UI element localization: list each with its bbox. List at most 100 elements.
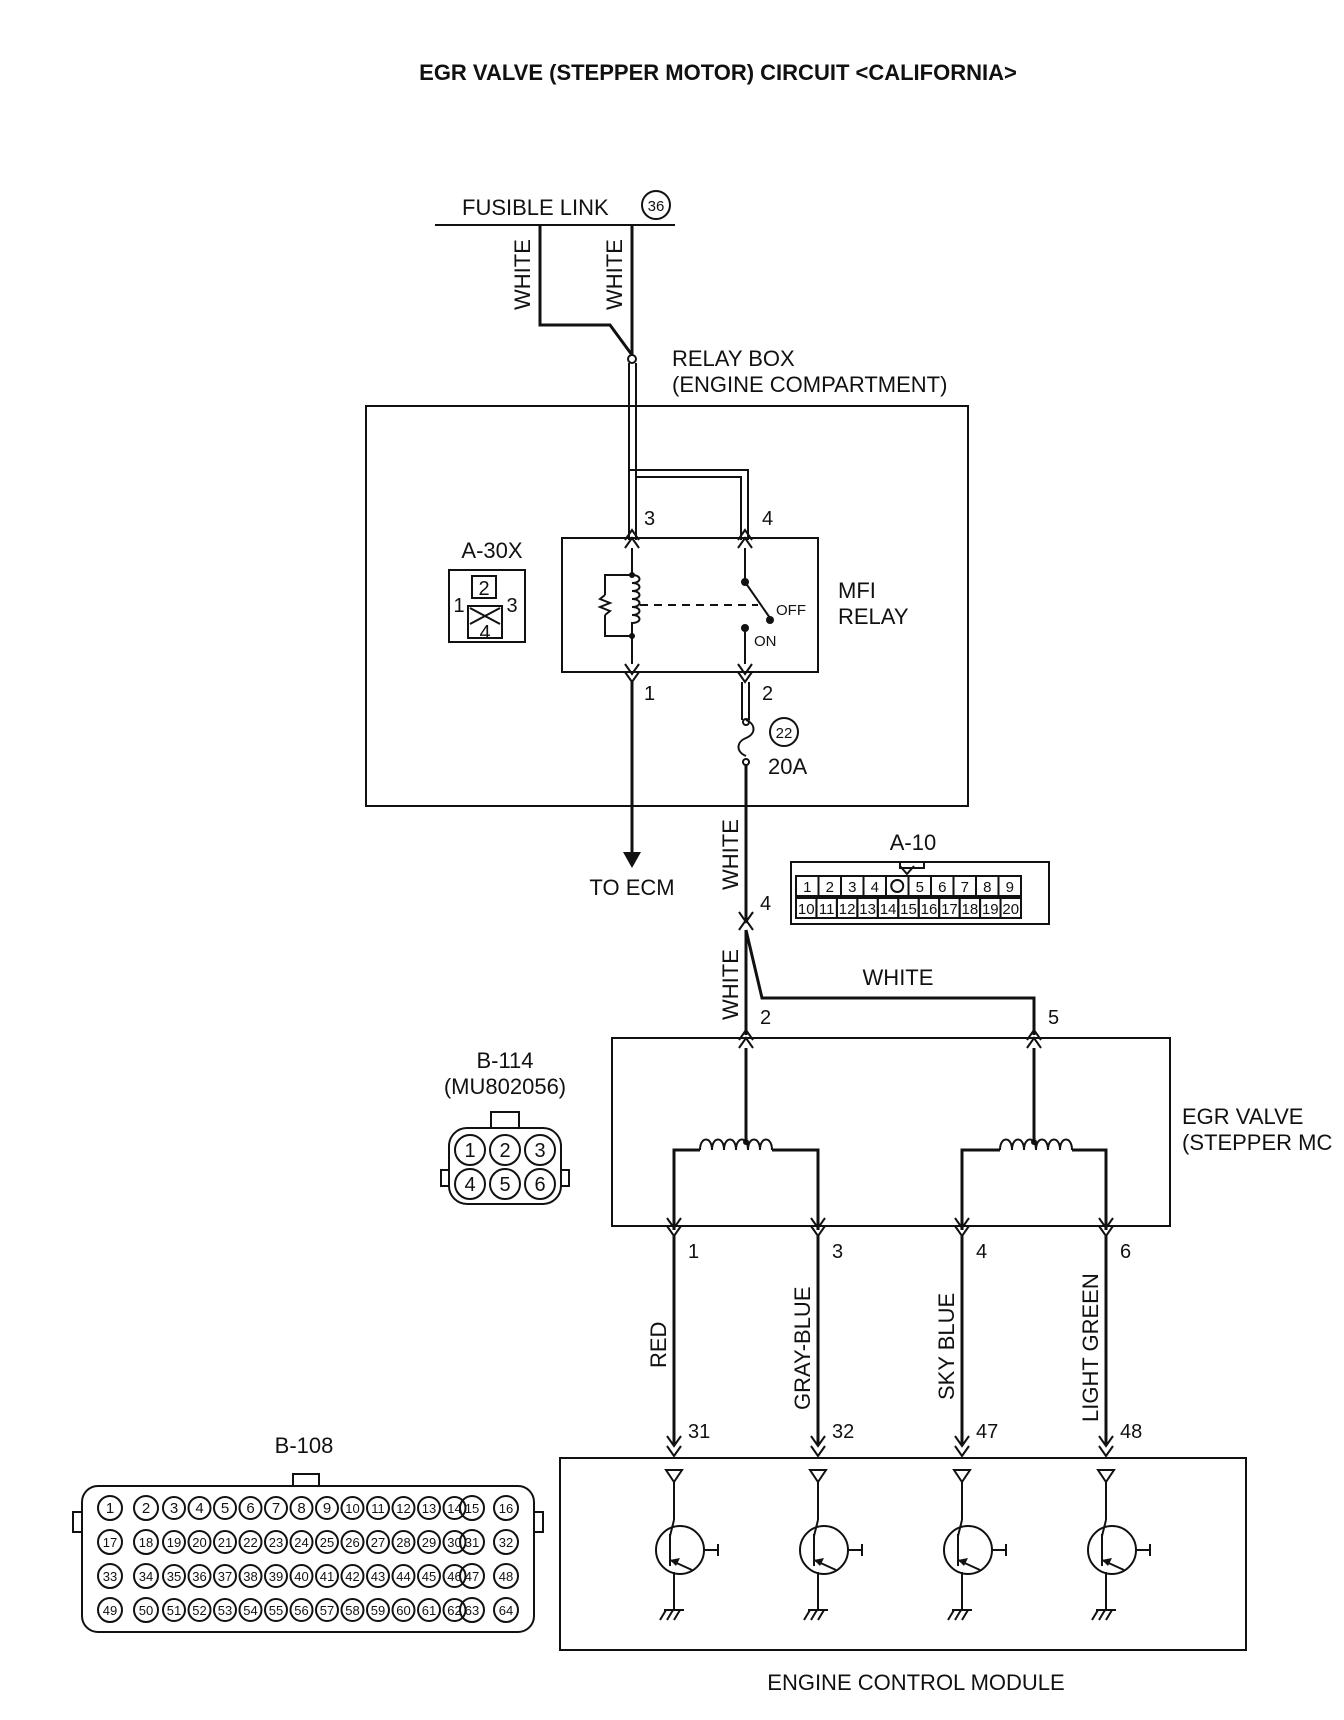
b108-pin-label: 35: [167, 1569, 181, 1584]
b114-pin-label: 6: [534, 1174, 545, 1196]
wire-label-white-branch: WHITE: [863, 965, 934, 990]
b108-pin: [366, 1496, 390, 1520]
wire-color-label: LIGHT GREEN: [1078, 1273, 1103, 1422]
b108-pin-label: 3: [170, 1500, 178, 1517]
b108-pin-label: 28: [396, 1535, 410, 1550]
b108-pin: [366, 1598, 390, 1622]
a10-pin-label: 6: [938, 879, 946, 896]
b108-pin-label: 51: [167, 1603, 181, 1618]
ecm-terminal-mark: [1098, 1445, 1114, 1458]
ecm-terminal-mark: [666, 1435, 682, 1448]
egr-pin-label: 3: [832, 1241, 843, 1263]
b108-pin: [315, 1530, 339, 1554]
b108-pin: [133, 1529, 159, 1555]
wire-color-label: RED: [646, 1322, 671, 1368]
b108-pin: [493, 1529, 519, 1555]
b108-pin-label: 62: [447, 1603, 461, 1618]
b108-pin-label: 24: [294, 1535, 308, 1550]
b108-pin-label: 29: [422, 1535, 436, 1550]
b108-pin-label: 8: [297, 1500, 305, 1517]
b108-pin: [417, 1530, 441, 1554]
ecm-terminal-mark: [1098, 1435, 1114, 1448]
a10-pin-label: 9: [1006, 879, 1014, 896]
b108-pin: [391, 1564, 416, 1588]
white-wires-top: WHITE WHITE: [510, 225, 637, 364]
b108-pin: [213, 1496, 237, 1520]
b108-pin: [391, 1598, 416, 1622]
a10-pin-label: 7: [961, 879, 969, 896]
b108-pin: [187, 1598, 212, 1622]
ecm-terminal-mark: [666, 1445, 682, 1458]
b108-pin-label: 63: [465, 1603, 479, 1618]
egr-pin-2-label: 2: [760, 1007, 771, 1029]
egr-valve: EGR VALVE (STEPPER MC: [611, 1037, 1332, 1230]
ecm-label: ENGINE CONTROL MODULE: [767, 1670, 1064, 1695]
b108-pin: [459, 1597, 485, 1623]
b108-pin: [442, 1598, 467, 1622]
a10-pin-label: 8: [983, 879, 991, 896]
b108-pin-label: 10: [345, 1501, 359, 1516]
b108-pin: [133, 1563, 159, 1589]
b114-pin: [489, 1168, 521, 1200]
b108-pin-label: 48: [499, 1569, 513, 1584]
b108-pin: [162, 1564, 186, 1588]
relay-pin-3: 3: [644, 508, 655, 530]
b108-pin-label: 26: [345, 1535, 359, 1550]
b108-pin: [417, 1564, 441, 1588]
a10-pin-label: 5: [916, 879, 924, 896]
b108-pin: [213, 1564, 237, 1588]
ecm-pin-label: 32: [832, 1421, 854, 1443]
b108-pin: [264, 1530, 288, 1554]
b108-pin: [238, 1564, 263, 1588]
b114-pin: [489, 1134, 521, 1166]
b108-pin-label: 39: [269, 1569, 283, 1584]
engine-control-module: ENGINE CONTROL MODULE: [559, 1457, 1247, 1695]
b114-pin-label: 4: [464, 1174, 475, 1196]
a10-pin-label: 12: [839, 901, 856, 918]
a10-pin-label: 16: [921, 901, 938, 918]
b108-pin: [97, 1563, 123, 1589]
b108-pin: [340, 1598, 365, 1622]
to-ecm-wire: TO ECM: [589, 682, 675, 900]
fuse-number: 22: [776, 725, 793, 742]
b108-pin: [340, 1530, 365, 1554]
egr-terminal-mark: [1098, 1217, 1114, 1230]
egr-terminal-mark: [666, 1217, 682, 1230]
ecm-pin-label: 47: [976, 1421, 998, 1443]
b108-pin: [162, 1598, 186, 1622]
b108-pin-label: 41: [320, 1569, 334, 1584]
b108-pin: [187, 1564, 212, 1588]
b108-pin-label: 22: [243, 1535, 257, 1550]
b108-pin: [391, 1496, 416, 1520]
b108-pin: [442, 1496, 467, 1520]
b108-pin: [97, 1529, 123, 1555]
a10-pin-label: 14: [880, 901, 897, 918]
b108-pin-label: 55: [269, 1603, 283, 1618]
b108-pin: [459, 1529, 485, 1555]
b108-pin-label: 11: [371, 1501, 385, 1516]
a10-pin-label: 2: [826, 879, 834, 896]
b108-pin-label: 56: [294, 1603, 308, 1618]
b108-pin-label: 5: [221, 1500, 229, 1517]
b108-pin: [289, 1598, 314, 1622]
a30x-pin: 1: [453, 595, 464, 617]
b108-pin-label: 40: [294, 1569, 308, 1584]
b108-pin: [315, 1598, 339, 1622]
relay-box: RELAY BOX (ENGINE COMPARTMENT): [365, 346, 969, 807]
fuse-rating: 20A: [768, 754, 807, 779]
b108-pin: [459, 1563, 485, 1589]
b108-pin-label: 58: [345, 1603, 359, 1618]
relay-box-label-2: (ENGINE COMPARTMENT): [672, 372, 947, 397]
a10-pin-label: 18: [962, 901, 979, 918]
fusible-link-label: FUSIBLE LINK: [462, 195, 609, 220]
b108-pin: [417, 1496, 441, 1520]
relay-on-label: ON: [754, 633, 777, 650]
b108-pin: [442, 1564, 467, 1588]
ecm-terminal-mark: [810, 1435, 826, 1448]
b108-pin-label: 4: [195, 1500, 203, 1517]
ecm-transistor: [655, 1469, 719, 1621]
b108-pin-label: 43: [371, 1569, 385, 1584]
b108-pin: [315, 1564, 339, 1588]
